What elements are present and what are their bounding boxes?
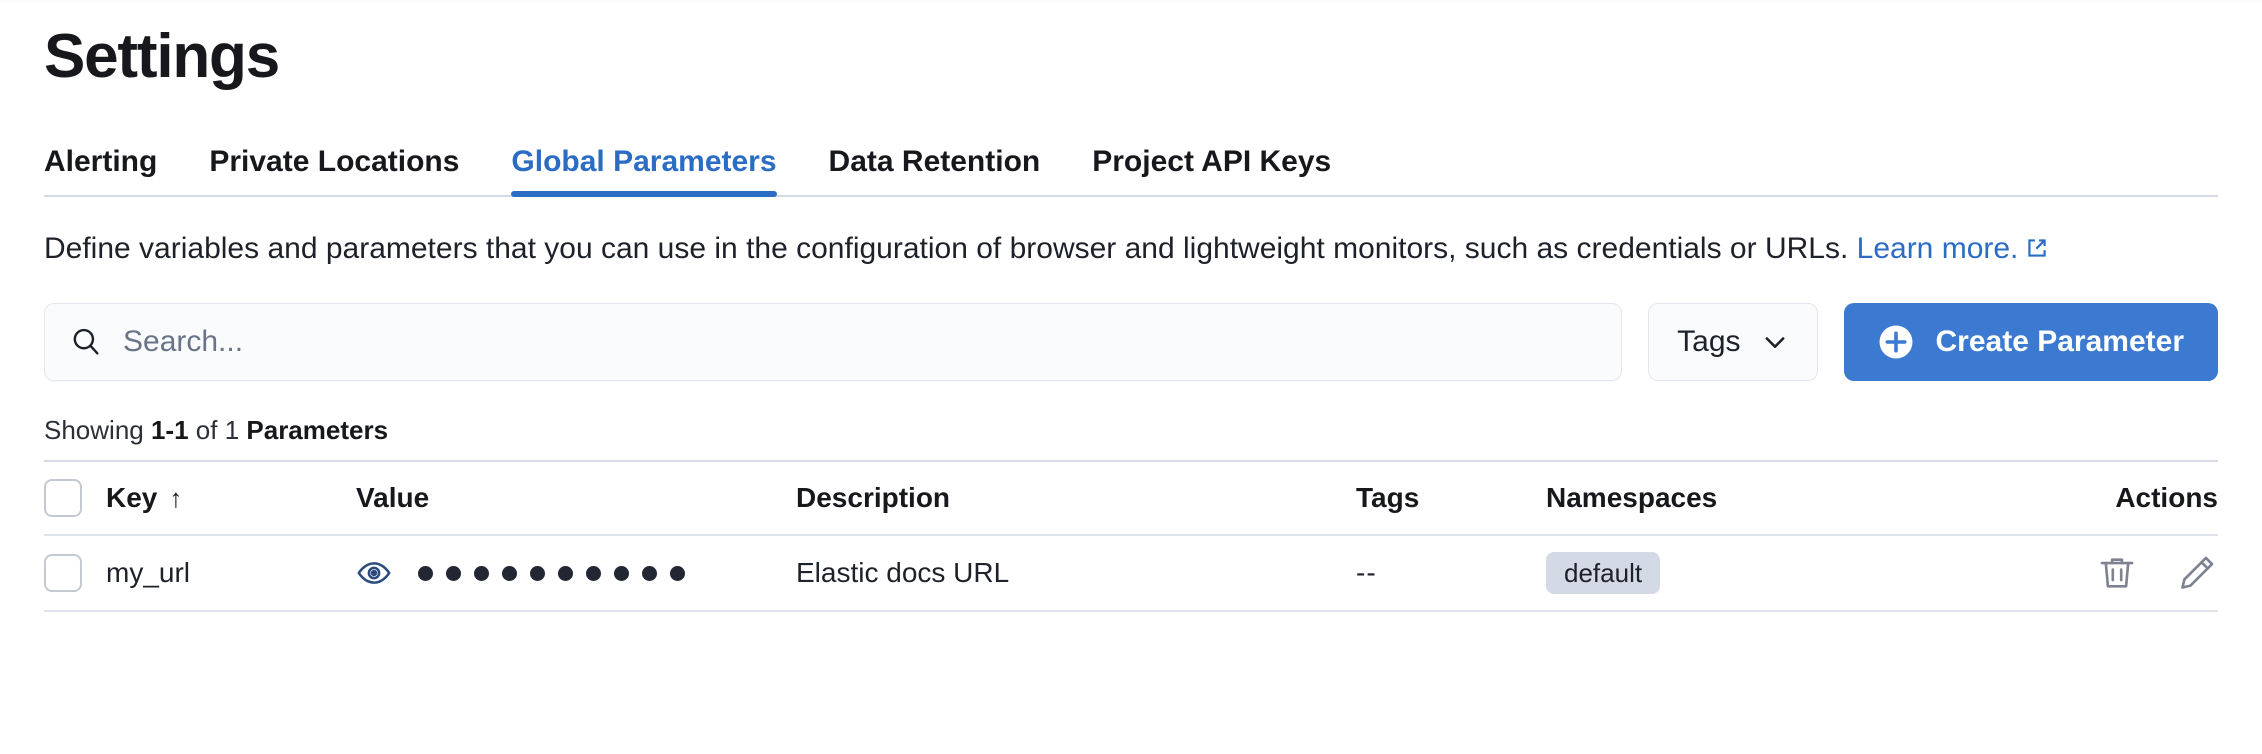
external-link-icon <box>2026 237 2048 259</box>
column-header-description: Description <box>796 482 951 514</box>
header-select-cell <box>44 479 106 518</box>
page-title: Settings <box>44 22 280 91</box>
row-select-cell <box>44 554 106 593</box>
chevron-down-icon <box>1761 328 1789 356</box>
create-parameter-button[interactable]: Create Parameter <box>1843 303 2218 382</box>
results-range: 1-1 <box>150 415 189 446</box>
top-divider <box>0 0 2262 2</box>
table-row-divider <box>44 610 2218 613</box>
edit-icon[interactable] <box>2176 552 2218 594</box>
create-parameter-label: Create Parameter <box>1935 325 2184 359</box>
learn-more-link[interactable]: Learn more. <box>1856 232 2019 266</box>
parameters-table: Key ↑ Value Description Tags Namespaces … <box>44 460 2218 613</box>
tab-private-locations[interactable]: Private Locations <box>209 145 460 179</box>
table-header-row: Key ↑ Value Description Tags Namespaces … <box>44 462 2218 534</box>
description-text: Define variables and parameters that you… <box>44 232 1849 266</box>
tab-alerting[interactable]: Alerting <box>44 145 158 179</box>
controls-row: Tags Create Parameter <box>44 303 2218 382</box>
page-description: Define variables and parameters that you… <box>44 227 2218 271</box>
tab-global-parameters[interactable]: Global Parameters <box>485 147 802 198</box>
plus-circle-icon <box>1878 324 1914 360</box>
results-middle: of 1 <box>195 415 240 446</box>
table-header-divider <box>44 534 2218 537</box>
column-header-value: Value <box>356 482 430 514</box>
tab-data-retention[interactable]: Data Retention <box>828 145 1041 179</box>
cell-key: my_url <box>106 557 191 589</box>
cell-value <box>356 555 685 591</box>
column-header-tags: Tags <box>1356 482 1420 514</box>
masked-value-dots <box>418 565 685 581</box>
settings-tabs: Alerting Private Locations Global Parame… <box>44 131 2218 198</box>
settings-page: Settings Alerting Private Locations Glob… <box>44 22 2218 613</box>
namespace-badge: default <box>1546 552 1661 595</box>
cell-tags: -- <box>1356 557 1377 589</box>
search-input[interactable] <box>123 325 1598 360</box>
row-actions <box>2008 552 2218 594</box>
tags-filter-label: Tags <box>1677 325 1741 359</box>
search-icon <box>69 325 103 359</box>
search-box[interactable] <box>44 303 1623 382</box>
results-prefix: Showing <box>44 415 144 446</box>
tab-project-api-keys[interactable]: Project API Keys <box>1092 145 1332 179</box>
column-header-namespaces: Namespaces <box>1546 482 1718 514</box>
eye-icon[interactable] <box>356 555 392 591</box>
delete-icon[interactable] <box>2096 552 2138 594</box>
results-summary: Showing 1-1 of 1 Parameters <box>44 415 2218 446</box>
tags-filter-button[interactable]: Tags <box>1648 303 1818 382</box>
select-all-checkbox[interactable] <box>44 479 82 518</box>
column-header-actions: Actions <box>2115 482 2218 514</box>
table-row: my_url Elastic docs URL <box>44 536 2218 610</box>
results-entity: Parameters <box>246 415 389 446</box>
table-top-border <box>44 460 2218 463</box>
column-header-key[interactable]: Key ↑ <box>106 482 182 514</box>
cell-description: Elastic docs URL <box>796 557 1010 589</box>
row-select-checkbox[interactable] <box>44 554 82 593</box>
column-header-key-label: Key <box>106 482 158 514</box>
sort-ascending-icon: ↑ <box>169 482 183 513</box>
